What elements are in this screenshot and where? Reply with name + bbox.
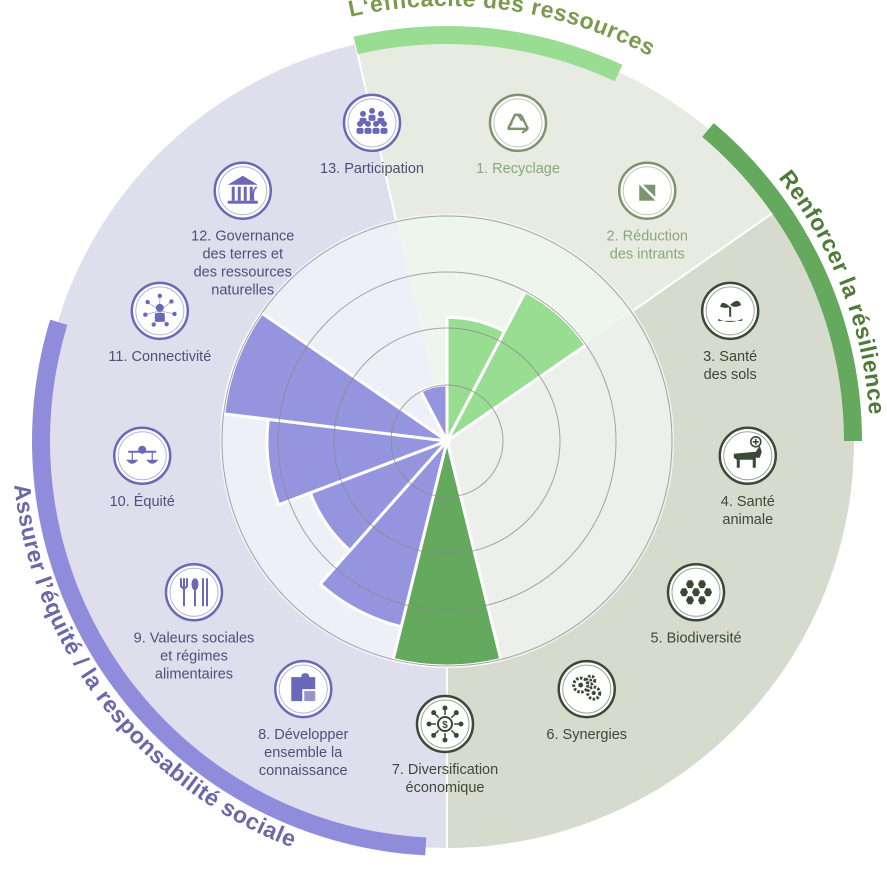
principle-11-label: 11. Connectivité <box>108 349 211 365</box>
scales-icon <box>112 426 172 486</box>
principle-4-label: animale <box>722 512 773 528</box>
principle-8-label: 8. Développer <box>258 727 348 743</box>
principle-3-label: des sols <box>704 367 757 383</box>
principle-9-label: alimentaires <box>155 666 233 682</box>
principle-2-label: 2. Réduction <box>607 229 688 245</box>
principle-7-label: économique <box>406 780 485 796</box>
resources-outer-sector <box>355 33 781 311</box>
soil-plant-icon <box>700 281 760 341</box>
scale-ring <box>221 215 673 667</box>
principle-8-label: ensemble la <box>264 745 343 761</box>
resilience-band <box>702 123 862 441</box>
equity-outer-sector <box>40 44 448 848</box>
principle-12-label: naturelles <box>211 283 274 299</box>
principle-9-label: et régimes <box>160 648 228 664</box>
economic-network-icon: $ <box>415 694 475 754</box>
svg-text:$: $ <box>442 720 448 731</box>
principle-12-label: 12. Governance <box>191 229 294 245</box>
cutlery-icon <box>164 563 224 622</box>
principle-13-label: 13. Participation <box>320 161 424 177</box>
resilience-inner-sector <box>447 310 674 668</box>
center-dot <box>443 437 451 445</box>
resilience-outer-sector <box>447 207 854 849</box>
bar-group <box>222 290 588 668</box>
gears-icon <box>557 659 616 719</box>
principle-4-label: 4. Santé <box>721 494 775 510</box>
scale-ring <box>277 271 617 611</box>
principle-12-label: des ressources <box>194 265 292 281</box>
scale-ring <box>333 327 561 555</box>
principle-1-label: 1. Recyclage <box>476 161 560 177</box>
principle-3-label: 3. Santé <box>703 349 757 365</box>
biodiversity-icon <box>666 563 726 622</box>
principle-9-label: 9. Valeurs sociales <box>134 630 255 646</box>
principle-12-label: des terres et <box>202 247 283 263</box>
scale-ring <box>390 384 504 498</box>
principle-2-label: des intrants <box>610 247 685 263</box>
network-people-icon <box>130 281 190 341</box>
puzzle-icon <box>274 659 333 719</box>
cow-icon <box>718 426 778 486</box>
principle-7-label: 7. Diversification <box>392 762 498 778</box>
institution-icon <box>213 161 272 220</box>
group-separator <box>632 205 783 312</box>
recycle-icon <box>488 93 548 153</box>
principle-10-label: 10. Équité <box>110 493 175 510</box>
principle-8-label: connaissance <box>259 763 348 779</box>
people-group-icon <box>342 93 402 153</box>
input-reduction-icon <box>618 161 677 220</box>
principle-5-label: 5. Biodiversité <box>650 630 741 646</box>
principle-6-label: 6. Synergies <box>546 727 627 743</box>
resources-band <box>353 25 623 82</box>
